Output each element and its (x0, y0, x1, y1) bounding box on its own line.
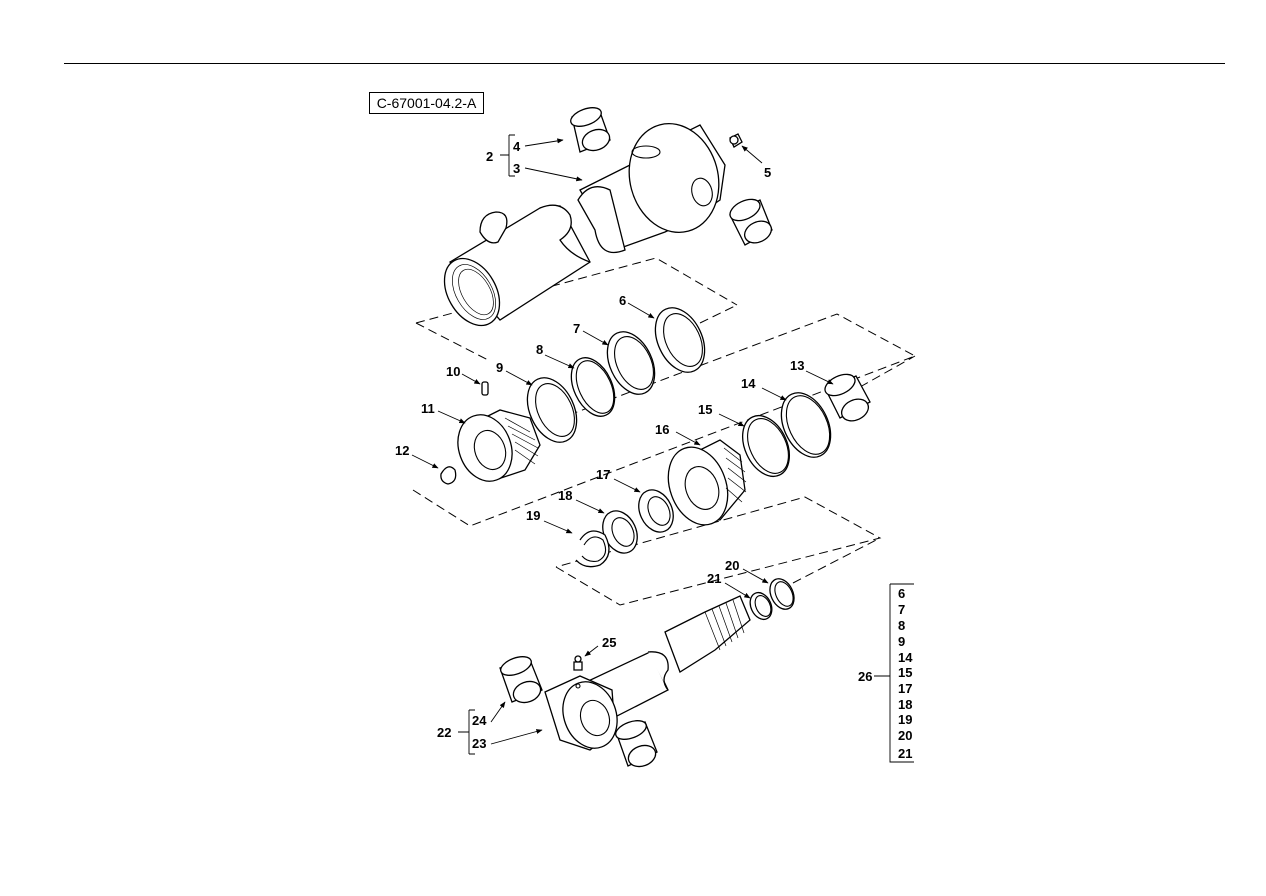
callout-13: 13 (790, 358, 804, 373)
callout-15: 15 (698, 402, 712, 417)
callout-3: 3 (513, 161, 520, 176)
o-ring-part-8 (570, 357, 616, 417)
bushing-part-13 (824, 373, 871, 422)
kit-item: 20 (898, 728, 912, 743)
callout-17: 17 (596, 467, 610, 482)
grease-fitting-part-25 (573, 655, 583, 671)
snap-ring-part-19 (575, 530, 610, 568)
kit-item: 9 (898, 634, 905, 649)
kit-item: 8 (898, 618, 905, 633)
callout-24: 24 (472, 713, 487, 728)
callout-11: 11 (421, 401, 435, 416)
kit-item: 6 (898, 586, 905, 601)
header-rule (64, 63, 1225, 64)
piston-part-16 (667, 439, 747, 526)
backup-ring-part-9 (526, 377, 578, 443)
callout-12: 12 (395, 443, 409, 458)
barrel-end-part-3 (577, 123, 726, 254)
callout-20: 20 (725, 558, 739, 573)
kit-26-list: 6 7 8 9 14 15 17 18 19 20 21 (898, 586, 913, 761)
callout-8: 8 (536, 342, 543, 357)
callout-19: 19 (526, 508, 540, 523)
set-screw-part-10 (481, 381, 489, 396)
kit-item: 21 (898, 746, 912, 761)
callout-22: 22 (437, 725, 451, 740)
seal-part-15 (742, 415, 790, 477)
callout-5: 5 (764, 165, 771, 180)
assembly-outline-head-seals (415, 257, 738, 361)
rod-eye-part-23 (544, 675, 618, 751)
callout-9: 9 (496, 360, 503, 375)
kit-item: 7 (898, 602, 905, 617)
callout-7: 7 (573, 321, 580, 336)
kit-item: 14 (898, 650, 913, 665)
kit-item: 18 (898, 697, 912, 712)
figure-id-box: C-67001-04.2-A (369, 92, 484, 114)
callout-25: 25 (602, 635, 616, 650)
lock-ring-part-12 (440, 466, 457, 485)
bushing-lower (615, 720, 658, 768)
callout-21: 21 (707, 571, 721, 586)
kit-item: 15 (898, 665, 912, 680)
wear-ring-part-6 (654, 307, 706, 373)
assembly-outline-piston (412, 313, 917, 527)
callout-6: 6 (619, 293, 626, 308)
kit-item: 19 (898, 712, 912, 727)
bushing-part-24 (499, 656, 543, 704)
callout-4: 4 (513, 139, 521, 154)
leader-lines (411, 134, 914, 763)
o-ring-part-20 (769, 578, 795, 610)
gland-part-11 (457, 409, 541, 482)
callout-18: 18 (558, 488, 572, 503)
callout-14: 14 (741, 376, 756, 391)
callout-26: 26 (858, 669, 872, 684)
callout-labels: 2 4 3 5 6 7 8 9 10 11 12 13 14 15 16 17 … (395, 139, 872, 751)
seal-part-7 (606, 331, 656, 395)
o-ring-part-14 (780, 392, 832, 458)
callout-16: 16 (655, 422, 669, 437)
callout-23: 23 (472, 736, 486, 751)
callout-10: 10 (446, 364, 460, 379)
kit-item: 17 (898, 681, 912, 696)
assembly-outline-rod-seals (555, 496, 882, 606)
callout-2: 2 (486, 149, 493, 164)
bushing-part-4 (570, 107, 611, 153)
bushing-right (729, 198, 773, 246)
o-ring-part-21 (749, 591, 773, 621)
rod-seal-part-17 (638, 489, 674, 533)
cylinder-tube (443, 204, 591, 327)
grease-fitting-part-5 (729, 133, 743, 148)
